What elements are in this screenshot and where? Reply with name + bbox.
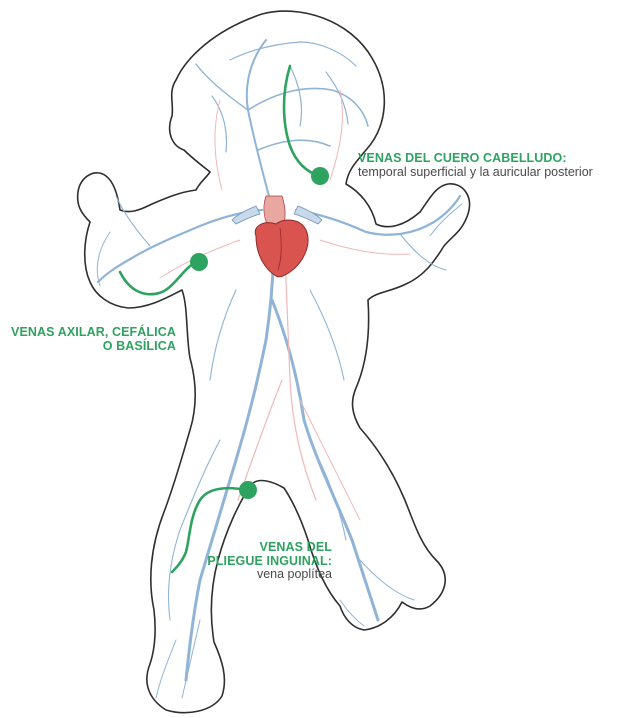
scalp-veins-label: VENAS DEL CUERO CABELLUDO: temporal supe… [358,152,593,179]
groin-veins-label: VENAS DEL PLIEGUE INGUINAL: vena poplíte… [170,541,332,582]
scalp-veins-subtitle: temporal superficial y la auricular post… [358,166,593,180]
arm-vein-dot [190,253,208,271]
arm-veins-line1: VENAS AXILAR, CEFÁLICA [8,326,176,340]
arm-veins-label: VENAS AXILAR, CEFÁLICA O BASÍLICA [8,326,176,353]
groin-vein-dot [239,481,257,499]
scalp-veins-title: VENAS DEL CUERO CABELLUDO: [358,152,593,166]
groin-veins-line2: PLIEGUE INGUINAL: [170,555,332,569]
groin-veins-subtitle: vena poplítea [170,568,332,582]
infant-body-outline [78,11,470,713]
arm-veins-line2: O BASÍLICA [8,340,176,354]
scalp-vein-dot [311,167,329,185]
groin-veins-line1: VENAS DEL [170,541,332,555]
